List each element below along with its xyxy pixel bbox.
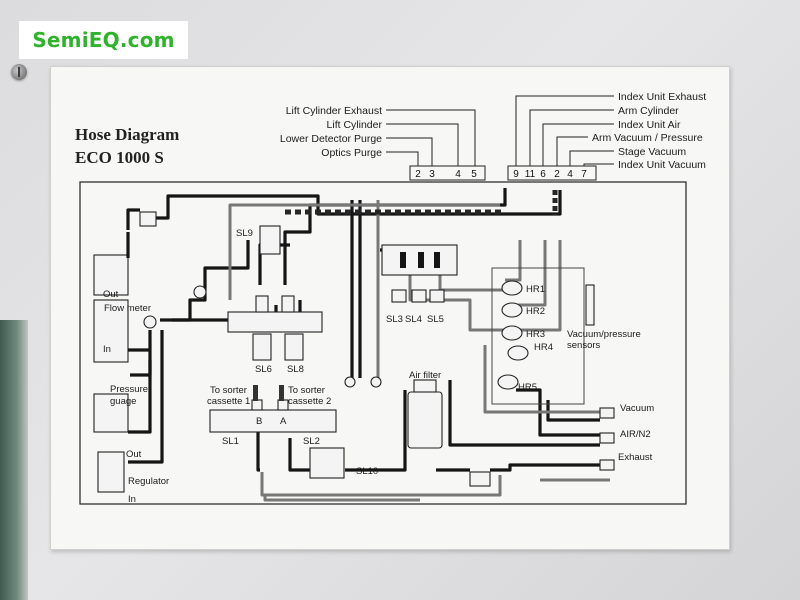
label-index-unit-exhaust: Index Unit Exhaust (618, 91, 706, 103)
label-lift-cylinder: Lift Cylinder (327, 119, 383, 131)
label-to-sorter-1b: cassette 1 (207, 396, 250, 407)
label-exhaust: Exhaust (618, 452, 653, 463)
label-lower-detector-purge: Lower Detector Purge (280, 133, 382, 145)
label-hr3: HR3 (526, 329, 545, 340)
label-regulator: Regulator (128, 476, 169, 487)
left-components: Out Flow meter In Pressure guage Out Reg… (93, 254, 169, 505)
logo-text: SemiEQ.com (32, 28, 175, 52)
label-sensors-2: sensors (567, 340, 601, 351)
hose-network-black (126, 188, 600, 472)
valve-sl10 (309, 447, 345, 479)
air-filter-body (407, 391, 443, 449)
port-number: 7 (581, 169, 587, 180)
label-sensors-1: Vacuum/pressure (567, 329, 641, 340)
right-ports: Vacuum AIR/N2 Exhaust (599, 403, 654, 471)
label-sl6: SL6 (255, 364, 272, 375)
label-sl1: SL1 (222, 436, 239, 447)
sorter-valve-block (209, 409, 337, 433)
hr2-icon (501, 302, 523, 318)
label-sl4: SL4 (405, 314, 422, 325)
label-out: Out (103, 289, 119, 300)
label-hr1: HR1 (526, 284, 545, 295)
label-sl2: SL2 (303, 436, 320, 447)
port-number: 2 (554, 169, 560, 180)
hr-regulators: HR1 HR2 HR3 HR4 HR5 (497, 280, 553, 393)
pressure-gauge-body (93, 393, 129, 433)
port-number: 9 (513, 169, 519, 180)
diagram-frame (79, 181, 687, 505)
label-to-sorter-2: To sorter (288, 385, 325, 396)
hr4-icon (507, 345, 529, 361)
flow-meter-body (93, 254, 129, 296)
port-number: 4 (455, 169, 461, 180)
port-number: 11 (525, 169, 536, 180)
label-to-sorter-2b: cassette 2 (288, 396, 331, 407)
label-in-2: In (128, 494, 136, 505)
label-hr2: HR2 (526, 306, 545, 317)
label-hr5: HR5 (518, 382, 537, 393)
port-number: 6 (540, 169, 546, 180)
top-right-labels: Index Unit Exhaust Arm Cylinder Index Un… (507, 91, 706, 181)
diagram-title: Hose Diagram (75, 125, 179, 144)
background-circuit-board (0, 320, 28, 600)
label-out-2: Out (126, 449, 142, 460)
label-sl8: SL8 (287, 364, 304, 375)
regulator-body (97, 451, 125, 493)
label-gauge: guage (110, 396, 136, 407)
hr1-icon (501, 280, 523, 296)
label-in: In (103, 344, 111, 355)
top-left-labels: Lift Cylinder Exhaust Lift Cylinder Lowe… (280, 105, 486, 181)
label-vacuum: Vacuum (620, 403, 654, 414)
valve-manifold-main (227, 311, 323, 333)
valve-sl8 (284, 333, 304, 361)
label-port-b: B (256, 416, 262, 427)
label-to-sorter-1: To sorter (210, 385, 247, 396)
label-stage-vacuum: Stage Vacuum (618, 146, 686, 158)
port-number: 2 (415, 169, 421, 180)
hose-network-grey (228, 190, 610, 502)
label-air-filter: Air filter (409, 370, 441, 381)
sensor-area: Vacuum/pressure sensors (491, 267, 641, 405)
valve-sl6 (252, 333, 272, 361)
port-number: 5 (471, 169, 477, 180)
diagram-subtitle: ECO 1000 S (75, 148, 164, 167)
flow-meter-lower (93, 299, 129, 363)
label-flow-meter: Flow meter (104, 303, 151, 314)
label-arm-vacuum-pressure: Arm Vacuum / Pressure (592, 132, 703, 144)
port-block-left (409, 165, 486, 181)
hr3-icon (501, 325, 523, 341)
hr5-icon (497, 374, 519, 390)
valve-manifolds: SL6 SL8 SL9 SL3 SL4 SL5 B A SL1 SL2 To s… (139, 211, 491, 487)
mounting-screw-icon (11, 64, 27, 80)
label-index-unit-vacuum: Index Unit Vacuum (618, 159, 706, 171)
label-sl3: SL3 (386, 314, 403, 325)
label-hr4: HR4 (534, 342, 553, 353)
logo-badge: SemiEQ.com (19, 21, 188, 59)
label-lift-cylinder-exhaust: Lift Cylinder Exhaust (286, 105, 382, 117)
label-optics-purge: Optics Purge (321, 147, 382, 159)
port-block-right (507, 165, 597, 181)
label-arm-cylinder: Arm Cylinder (618, 105, 679, 117)
label-sl9: SL9 (236, 228, 253, 239)
label-air-n2: AIR/N2 (620, 429, 651, 440)
label-sl10: SL10 (356, 466, 378, 477)
port-number: 3 (429, 169, 435, 180)
label-pressure: Pressure (110, 384, 148, 395)
label-index-unit-air: Index Unit Air (618, 119, 681, 131)
port-number: 4 (567, 169, 573, 180)
valve-sl9 (259, 225, 281, 255)
label-sl5: SL5 (427, 314, 444, 325)
label-port-a: A (280, 416, 287, 427)
